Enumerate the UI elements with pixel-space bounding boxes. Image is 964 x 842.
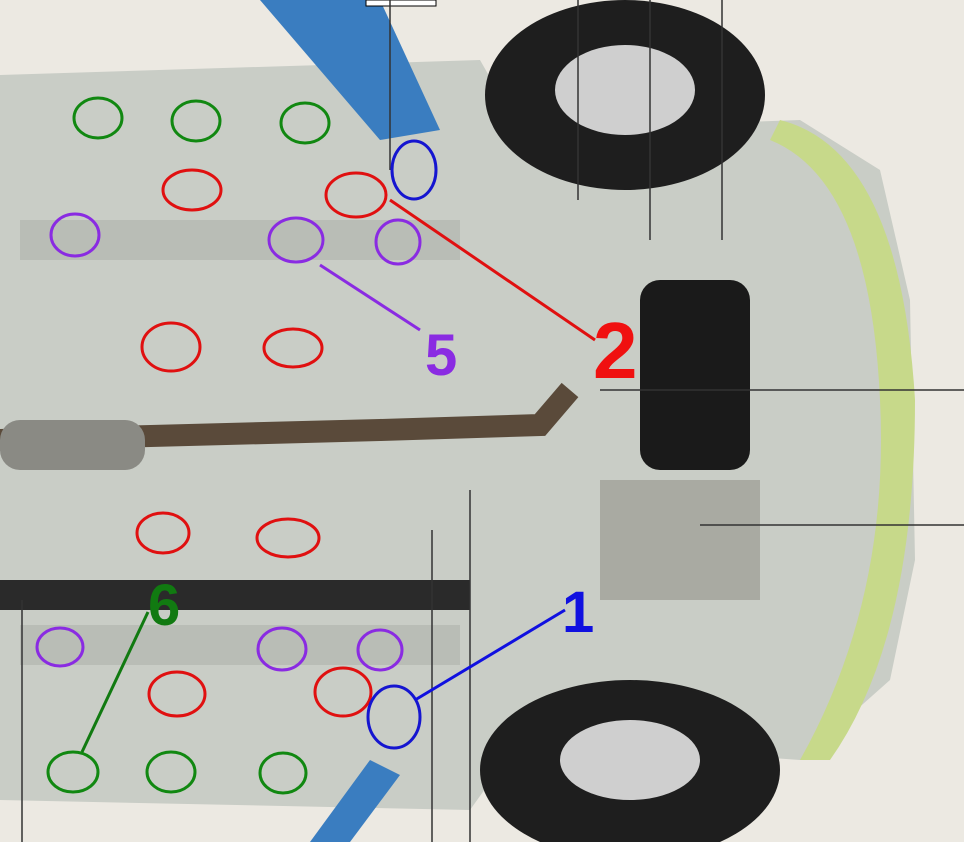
oil-pan xyxy=(640,280,750,470)
muffler xyxy=(0,420,145,470)
blue-circles xyxy=(366,139,438,750)
side-rail xyxy=(0,580,470,610)
leader-lines xyxy=(21,0,964,842)
gearbox xyxy=(600,480,760,600)
front-bumper xyxy=(770,120,915,760)
front-rim xyxy=(560,720,700,800)
callout-6-line xyxy=(80,611,150,753)
exhaust-pipe xyxy=(0,382,579,451)
callout-1-line xyxy=(414,608,566,702)
lift-arm-top xyxy=(260,0,440,140)
purple-circles xyxy=(35,212,422,672)
red-circles xyxy=(135,168,388,718)
callout-6-label: 6 xyxy=(148,573,180,638)
callout-5-line xyxy=(319,263,421,332)
callout-5-label: 5 xyxy=(425,323,457,388)
callout-2-line xyxy=(389,198,596,342)
callout-1-label: 1 xyxy=(562,580,594,645)
rear-crossmember xyxy=(20,220,460,260)
lift-arm-bottom xyxy=(310,760,400,842)
front-crossmember xyxy=(20,625,460,665)
cropped-label-box xyxy=(365,0,437,7)
callout-2-label: 2 xyxy=(593,306,638,395)
green-circles xyxy=(46,96,331,795)
rear-rim xyxy=(555,45,695,135)
